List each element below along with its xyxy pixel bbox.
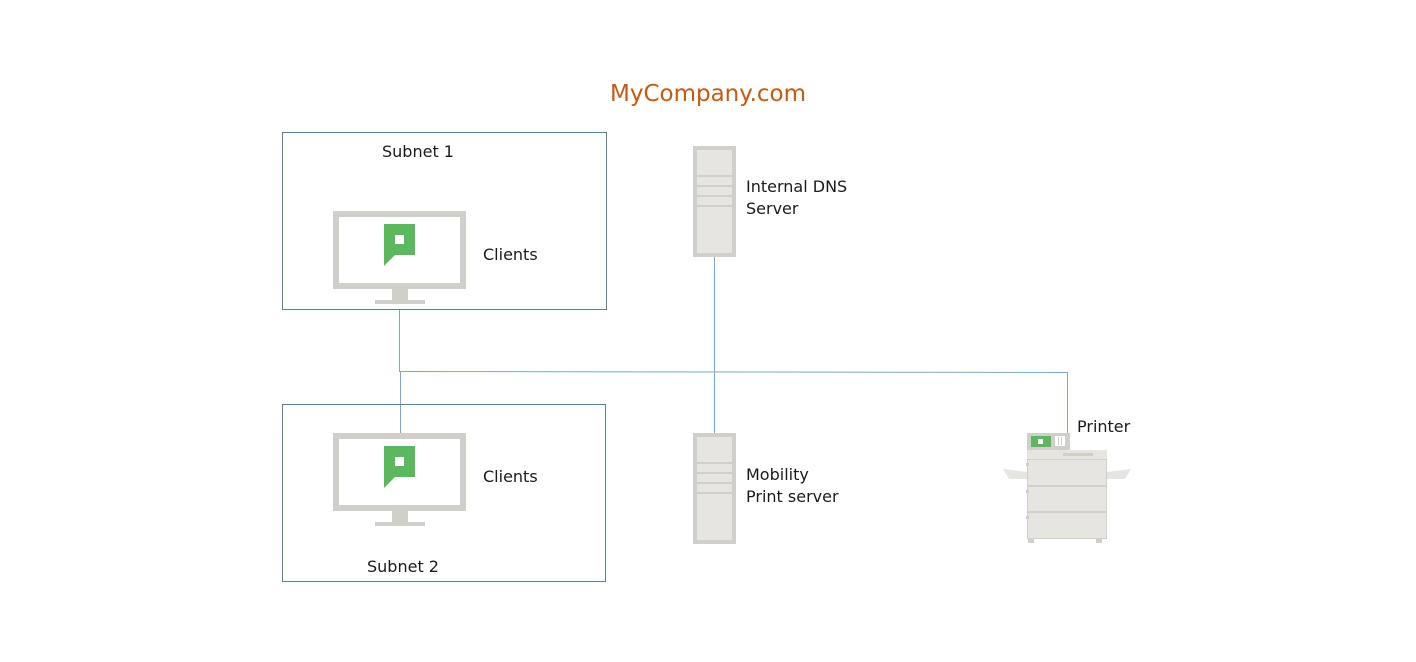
subnet-2-clients-monitor-icon bbox=[333, 433, 466, 526]
network-backbone-line bbox=[399, 371, 1068, 434]
subnet-2-box bbox=[282, 404, 606, 582]
mobility-server-label-line1: Mobility bbox=[746, 465, 809, 484]
subnet-1-clients-label: Clients bbox=[483, 245, 538, 264]
diagram-title: MyCompany.com bbox=[609, 81, 807, 107]
subnet-1-label: Subnet 1 bbox=[382, 142, 454, 161]
network-links bbox=[399, 257, 1068, 434]
mobility-print-server-icon bbox=[693, 433, 736, 544]
printer-label: Printer bbox=[1077, 417, 1131, 436]
subnet-1-clients-monitor-icon bbox=[333, 211, 466, 304]
subnet-1-box bbox=[282, 132, 607, 310]
papercut-logo-icon bbox=[384, 224, 415, 266]
internal-dns-server-icon bbox=[693, 146, 736, 257]
dns-server-label-line2: Server bbox=[746, 199, 799, 218]
papercut-logo-icon bbox=[384, 446, 415, 488]
mobility-server-label-line2: Print server bbox=[746, 487, 839, 506]
subnet-2-clients-label: Clients bbox=[483, 467, 538, 486]
subnet-2-label: Subnet 2 bbox=[367, 557, 439, 576]
printer-icon bbox=[1003, 433, 1131, 543]
dns-server-label-line1: Internal DNS bbox=[746, 177, 848, 196]
